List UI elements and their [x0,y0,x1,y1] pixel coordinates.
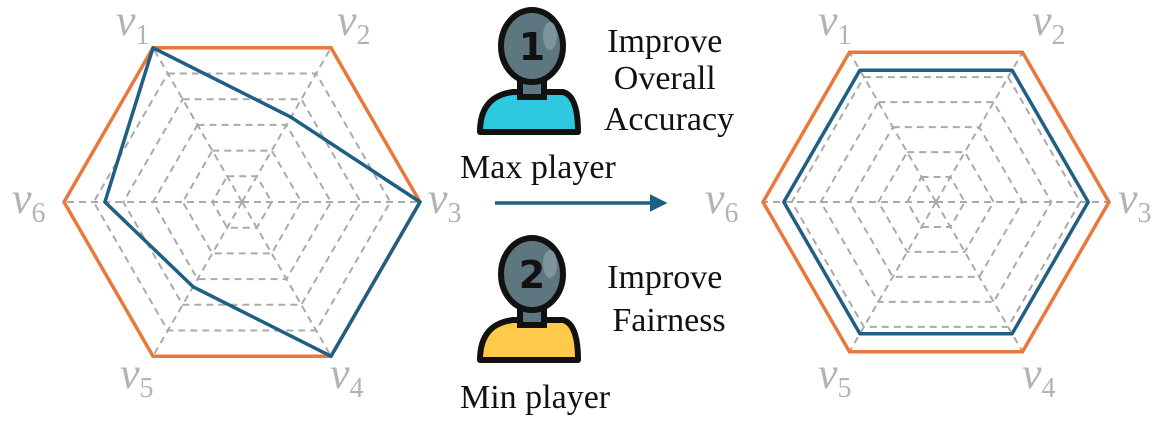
min-player-person-icon: 2 [477,235,581,363]
max-player-label: Max player [460,149,616,186]
left-vertex-label-v1: v1 [116,0,150,51]
right-vertex-label-v4: v4 [1022,349,1056,404]
left-vertex-label-v4: v4 [330,349,364,404]
right-radar-profile [782,68,1090,336]
left-radar-labels: v1 v2 v3 v4 v5 v6 [12,0,462,404]
right-radar-grid-ring [877,151,995,253]
left-radar: v1 v2 v3 v4 v5 v6 [12,0,462,404]
right-vertex-label-v1: v1 [818,0,852,51]
right-vertex-label-v6: v6 [705,174,739,229]
right-radar-grid-spoke [935,201,1024,353]
min-player-head-shine [543,250,557,278]
max-player-shirt [477,89,581,135]
left-radar-grid-ring [122,98,362,306]
max-player-goal-line-3: Accuracy [604,101,734,138]
right-radar-outer-hexagon [760,50,1112,354]
max-player-head-shine [543,22,557,50]
left-radar-grid-spoke [241,201,332,357]
max-player-goal: Improve Overall Accuracy [604,23,734,138]
max-player-badge: 1 [519,25,545,69]
right-vertex-label-v3: v3 [1118,174,1152,229]
right-radar-grid-spoke [848,51,937,203]
left-vertex-label-v5: v5 [120,349,154,404]
left-radar-grid-spoke [241,47,332,203]
right-radar-grid-spoke [935,51,1024,203]
min-player-goal-line-1: Improve [607,259,722,296]
max-player-goal-line-1: Improve [607,23,722,60]
min-player-goal: Improve Fairness [607,259,731,339]
right-radar-grid [761,51,1111,353]
right-radar: v1 v2 v3 v4 v5 v6 [705,0,1152,404]
right-radar-grid-spoke [848,201,937,353]
right-vertex-label-v5: v5 [818,349,852,404]
min-player-label: Min player [460,379,611,416]
min-player-shirt [477,317,581,363]
right-vertex-label-v2: v2 [1032,0,1066,51]
max-player-goal-line-2: Overall [614,60,716,97]
min-player-goal-line-2: Fairness [612,302,725,339]
left-vertex-label-v3: v3 [428,174,462,229]
left-radar-grid-spoke [152,201,243,357]
left-radar-grid-spoke [152,47,243,203]
max-player: 1 Max player Improve Overall Accuracy [460,7,734,186]
min-player: 2 Min player Improve Fairness [460,235,731,416]
right-radar-grid-ring [819,101,1053,303]
left-radar-profile [103,46,422,358]
max-player-person-icon: 1 [477,7,581,135]
left-vertex-label-v6: v6 [12,174,46,229]
min-player-badge: 2 [519,253,545,297]
left-vertex-label-v2: v2 [337,0,371,51]
right-radar-labels: v1 v2 v3 v4 v5 v6 [705,0,1152,404]
